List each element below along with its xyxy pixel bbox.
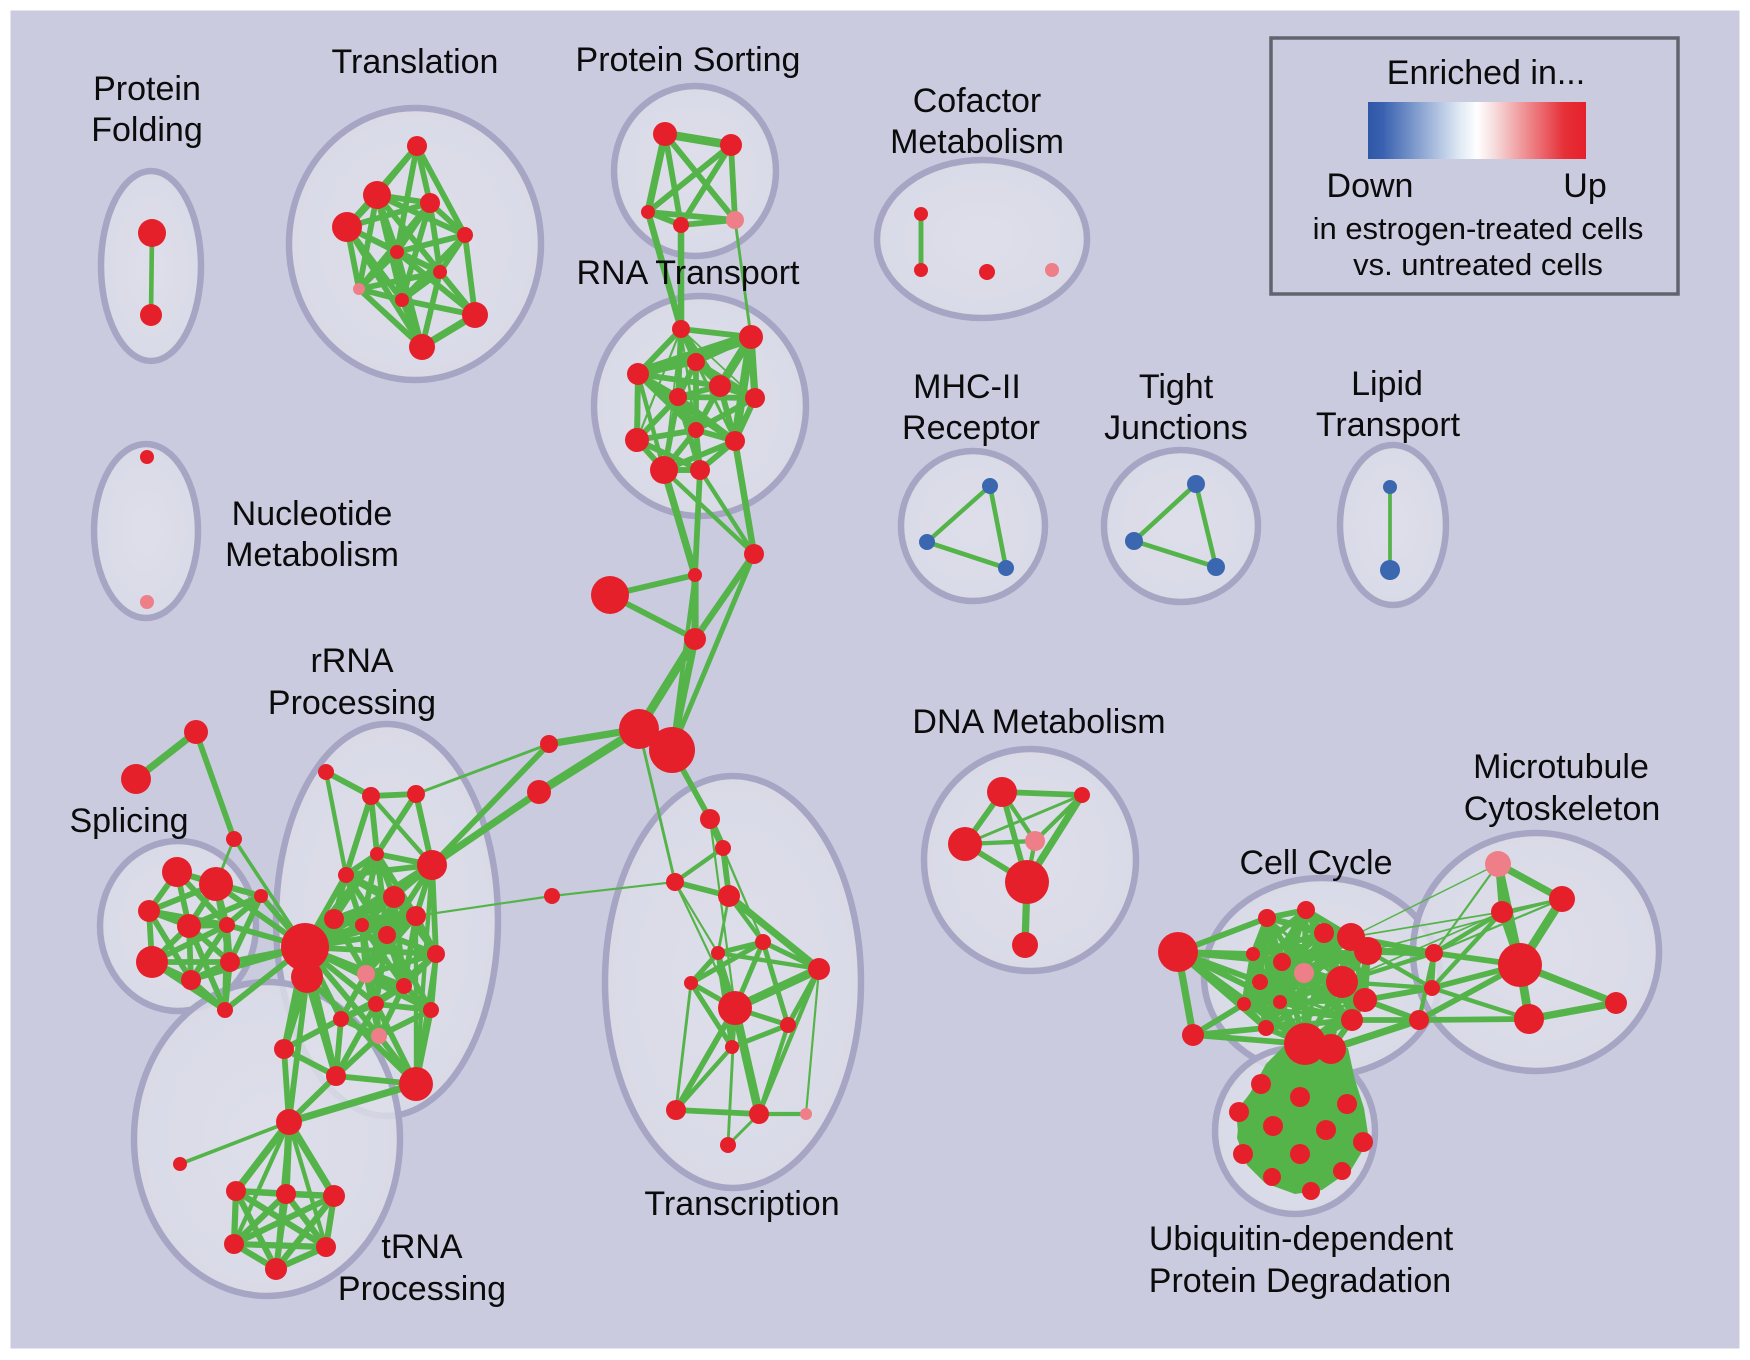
svg-text:Ubiquitin-dependent: Ubiquitin-dependent bbox=[1149, 1220, 1454, 1258]
svg-text:Cytoskeleton: Cytoskeleton bbox=[1464, 790, 1661, 828]
svg-text:Up: Up bbox=[1563, 167, 1606, 205]
svg-text:Transport: Transport bbox=[1316, 406, 1461, 444]
svg-text:tRNA: tRNA bbox=[381, 1228, 463, 1266]
svg-text:Translation: Translation bbox=[332, 43, 499, 81]
svg-text:Protein: Protein bbox=[93, 70, 201, 108]
svg-text:DNA Metabolism: DNA Metabolism bbox=[912, 703, 1165, 741]
svg-text:Tight: Tight bbox=[1139, 368, 1214, 406]
svg-text:RNA Transport: RNA Transport bbox=[577, 254, 801, 292]
svg-text:Protein Degradation: Protein Degradation bbox=[1149, 1262, 1451, 1300]
svg-text:Processing: Processing bbox=[338, 1270, 506, 1308]
svg-text:Cofactor: Cofactor bbox=[913, 82, 1042, 120]
svg-text:Enriched in...: Enriched in... bbox=[1387, 54, 1585, 92]
svg-text:Metabolism: Metabolism bbox=[890, 123, 1064, 161]
svg-text:Protein Sorting: Protein Sorting bbox=[576, 41, 801, 79]
svg-text:Metabolism: Metabolism bbox=[225, 536, 399, 574]
svg-text:Splicing: Splicing bbox=[69, 802, 188, 840]
svg-text:Receptor: Receptor bbox=[902, 409, 1040, 447]
svg-text:rRNA: rRNA bbox=[310, 642, 393, 680]
svg-text:Processing: Processing bbox=[268, 684, 436, 722]
svg-text:Cell Cycle: Cell Cycle bbox=[1239, 844, 1392, 882]
svg-text:vs. untreated cells: vs. untreated cells bbox=[1353, 247, 1603, 282]
svg-text:MHC-II: MHC-II bbox=[913, 368, 1021, 406]
svg-text:Junctions: Junctions bbox=[1104, 409, 1248, 447]
svg-text:Lipid: Lipid bbox=[1351, 365, 1423, 403]
svg-text:Nucleotide: Nucleotide bbox=[232, 495, 393, 533]
svg-text:Folding: Folding bbox=[91, 111, 203, 149]
svg-text:Microtubule: Microtubule bbox=[1473, 748, 1649, 786]
svg-text:in estrogen-treated cells: in estrogen-treated cells bbox=[1313, 211, 1644, 246]
svg-text:Transcription: Transcription bbox=[644, 1185, 839, 1223]
svg-text:Down: Down bbox=[1327, 167, 1414, 205]
